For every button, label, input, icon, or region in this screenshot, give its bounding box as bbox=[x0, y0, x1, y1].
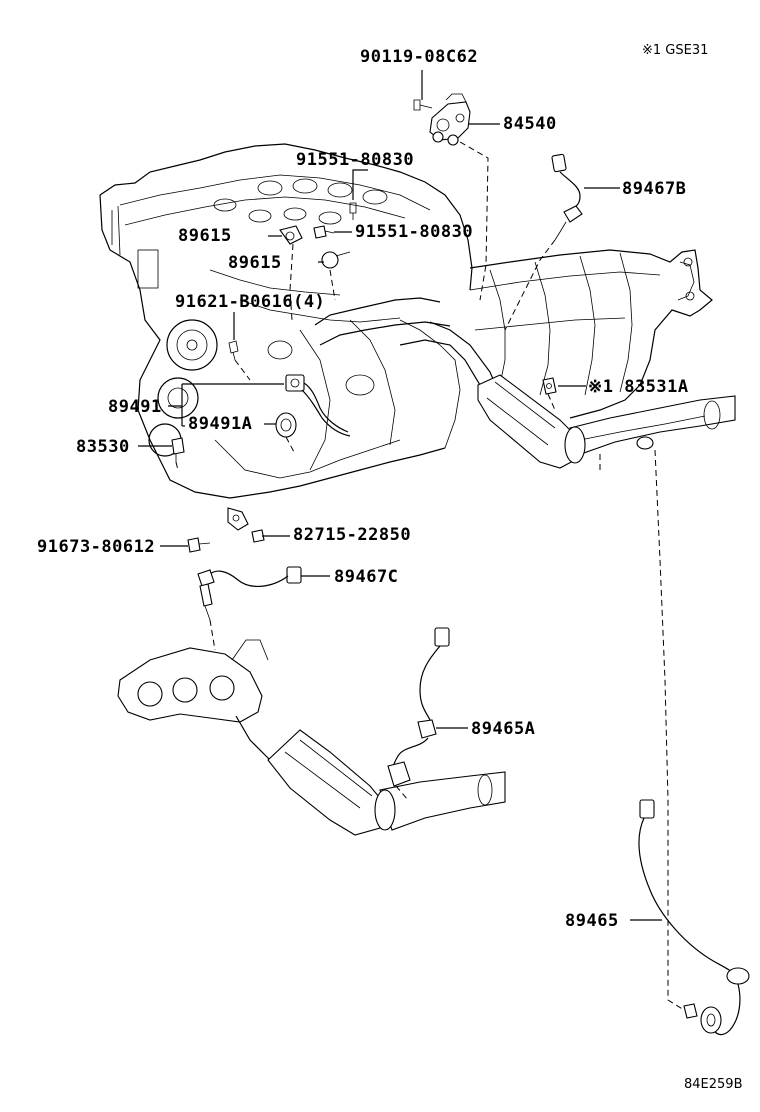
part-89491-sensor bbox=[285, 374, 351, 437]
bolt-91551-b bbox=[313, 225, 335, 239]
part-82715-bracket bbox=[227, 507, 265, 543]
label-91673-80612: 91673-80612 bbox=[37, 537, 156, 557]
part-89615-b bbox=[321, 251, 351, 269]
part-89465-sensor bbox=[638, 799, 750, 1036]
label-89491A: 89491A bbox=[188, 414, 253, 434]
leader-lines bbox=[138, 70, 662, 921]
part-89491A-gasket bbox=[275, 412, 297, 438]
bolt-91673 bbox=[187, 537, 211, 553]
upper-exhaust bbox=[314, 297, 736, 469]
part-89465A-sensor bbox=[387, 627, 450, 787]
label-82715-22850: 82715-22850 bbox=[293, 525, 412, 545]
bolt-91551-a bbox=[349, 202, 357, 220]
part-89467B-sensor bbox=[551, 153, 583, 241]
label-91551-80830-second: 91551-80830 bbox=[355, 222, 474, 242]
label-89465: 89465 bbox=[565, 911, 619, 931]
lower-exhaust-manifold bbox=[117, 639, 506, 836]
dashed-install-lines bbox=[175, 141, 685, 1011]
bolt-91621 bbox=[228, 340, 239, 361]
label-84540: 84540 bbox=[503, 114, 557, 134]
label-89615-left: 89615 bbox=[178, 226, 232, 246]
part-89467C-sensor bbox=[197, 566, 302, 621]
transmission bbox=[469, 249, 713, 419]
part-83531A bbox=[542, 377, 557, 395]
label-89615-lower: 89615 bbox=[228, 253, 282, 273]
label-91551-80830-top: 91551-80830 bbox=[296, 150, 415, 170]
engine-block bbox=[99, 143, 473, 499]
label-89491: 89491 bbox=[108, 397, 162, 417]
part-83530 bbox=[171, 437, 185, 462]
label-89467C: 89467C bbox=[334, 567, 399, 587]
gasket-upper-right bbox=[636, 436, 654, 450]
label-83531A: ※1 83531A bbox=[588, 377, 689, 397]
label-89467B: 89467B bbox=[622, 179, 687, 199]
label-91621-B0616: 91621-B0616(4) bbox=[175, 292, 326, 312]
bolt-90119 bbox=[413, 99, 433, 111]
label-83530: 83530 bbox=[76, 437, 130, 457]
part-89615-a bbox=[279, 225, 303, 245]
diagram-code: 84E259B bbox=[684, 1077, 743, 1092]
part-84540-sensor bbox=[429, 93, 471, 146]
header-note: ※1 GSE31 bbox=[642, 43, 709, 58]
label-89465A: 89465A bbox=[471, 719, 536, 739]
label-90119-08C62: 90119-08C62 bbox=[360, 47, 479, 67]
